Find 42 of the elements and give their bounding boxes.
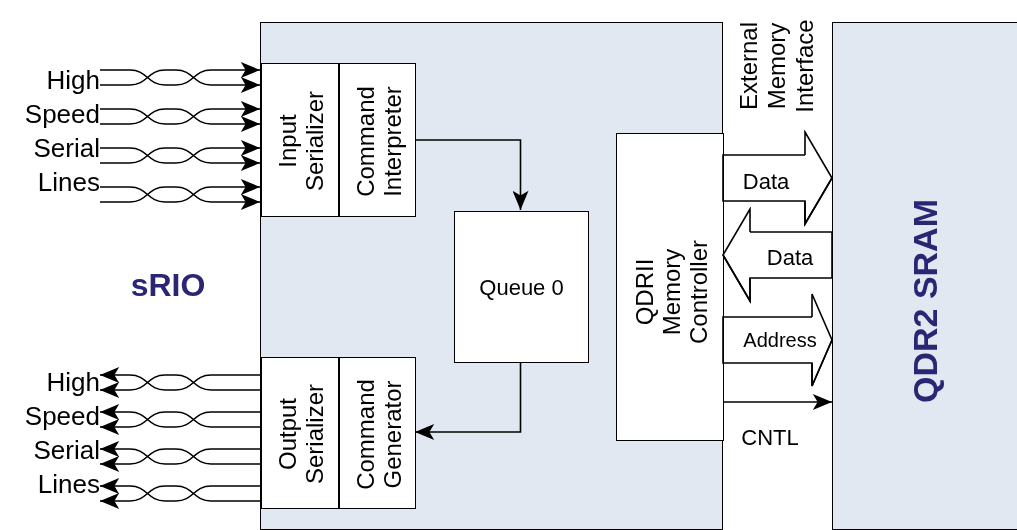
serial-wire [99, 367, 261, 391]
interface-label: External Memory Interface [734, 18, 819, 115]
serial-wire [99, 62, 261, 86]
arrow [414, 361, 522, 440]
edge-label: Data [742, 167, 790, 196]
node-label: Input Serializer [273, 90, 329, 193]
serial-wire [99, 374, 261, 398]
block-panel [260, 22, 723, 530]
serial-wire [99, 478, 261, 502]
serial-wire [99, 179, 261, 203]
signal-label: High Speed Serial Lines [24, 366, 100, 501]
serial-wire [99, 147, 261, 171]
serial-wire [99, 69, 261, 93]
process-box [261, 357, 339, 509]
block-title: sRIO [130, 266, 206, 305]
serial-wire [99, 411, 261, 435]
arrow [414, 139, 529, 211]
serial-wire [99, 101, 261, 125]
process-box [454, 211, 589, 363]
node-label: Command Interpreter [350, 84, 407, 199]
serial-wire [99, 140, 261, 164]
process-box [339, 357, 416, 509]
node-label: QDR2 SRAM [904, 198, 945, 405]
serial-wire [99, 404, 261, 428]
serial-wire [99, 186, 261, 210]
signal-label: High Speed Serial Lines [24, 64, 100, 199]
serial-wire [99, 485, 261, 509]
serial-wire [99, 441, 261, 465]
arrow [722, 394, 833, 410]
node-label: Queue 0 [479, 273, 564, 302]
process-box [261, 63, 339, 217]
node-label: Command Generator [350, 377, 406, 492]
edge-label: Data [766, 243, 814, 272]
edge-label: CNTL [741, 423, 799, 452]
serial-wire [99, 448, 261, 472]
serial-wire [99, 108, 261, 132]
process-box [339, 63, 416, 217]
node-label: QDRII Memory Controller [629, 239, 713, 347]
controller-box [616, 133, 724, 441]
memory-panel [832, 22, 1017, 530]
node-label: Output Serializer [273, 383, 329, 486]
edge-label: Address [743, 328, 817, 353]
